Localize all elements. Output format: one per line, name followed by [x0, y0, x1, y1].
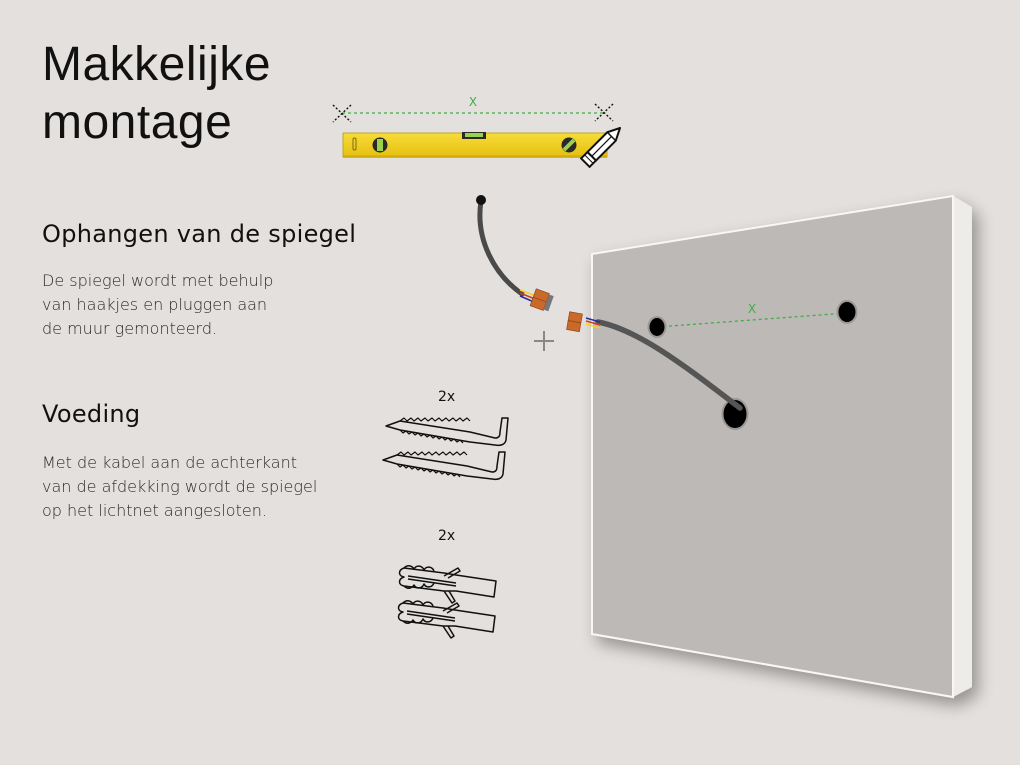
body-line: van haakjes en pluggen aan	[42, 295, 268, 314]
spirit-level-icon	[342, 132, 608, 158]
title-line-2: montage	[42, 96, 233, 149]
wire-connector-icon	[529, 288, 583, 333]
screw-hook-icon	[382, 417, 509, 481]
level-distance-label: X	[469, 95, 477, 109]
hooks-quantity: 2x	[438, 389, 456, 405]
plus-icon	[534, 331, 554, 351]
cross-marker-icon	[332, 103, 614, 123]
section-body-mounting: De spiegel wordt met behulp van haakjes …	[42, 269, 273, 341]
mirror-panel	[591, 194, 972, 699]
body-line: De spiegel wordt met behulp	[42, 271, 274, 290]
wall-plug-icon	[397, 565, 497, 639]
body-line: Met de kabel aan de achterkant	[42, 453, 297, 472]
plugs-quantity: 2x	[438, 528, 456, 544]
body-line: van de afdekking wordt de spiegel	[42, 477, 318, 496]
page-title: Makkelijke montage	[42, 36, 271, 152]
body-line: de muur gemonteerd.	[42, 319, 218, 338]
level-guide: X	[332, 95, 614, 123]
body-line: op het lichtnet aangesloten.	[42, 501, 267, 520]
section-body-power: Met de kabel aan de achterkant van de af…	[42, 451, 317, 523]
title-line-1: Makkelijke	[42, 38, 272, 91]
section-heading-power: Voeding	[42, 400, 141, 428]
mirror-distance-label: X	[748, 302, 756, 316]
pencil-icon	[579, 127, 621, 169]
power-cable-icon	[476, 195, 743, 411]
section-heading-mounting: Ophangen van de spiegel	[42, 220, 357, 248]
